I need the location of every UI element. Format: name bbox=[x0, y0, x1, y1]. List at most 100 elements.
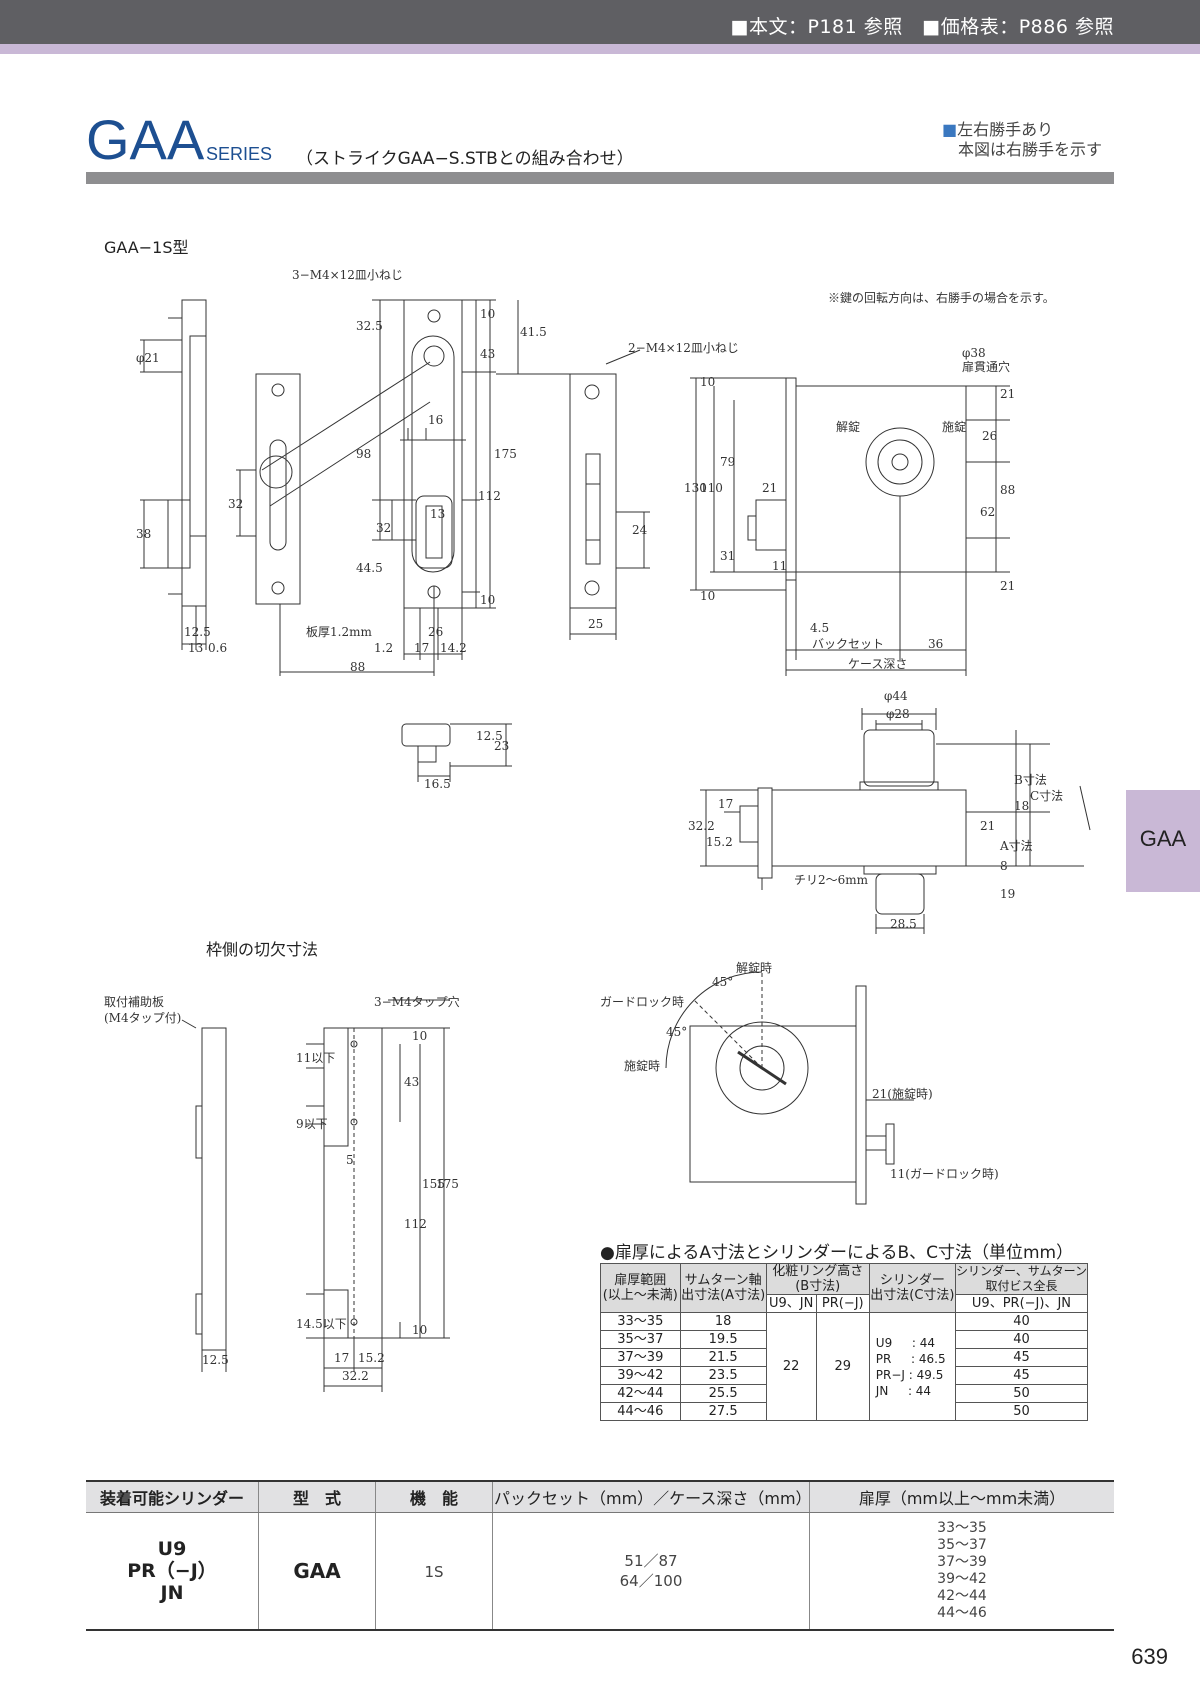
dim-d31: 31 bbox=[720, 549, 735, 563]
screw-note-3: 3−M4×12皿小ねじ bbox=[292, 268, 403, 282]
dim-d62: 62 bbox=[980, 505, 995, 519]
dim-d19: 19 bbox=[1000, 887, 1015, 901]
cylinder-assembly-view bbox=[700, 708, 1091, 934]
cell-screw: 50 bbox=[954, 1384, 1089, 1403]
th-door-thickness: 扉厚（mm以上〜mm未満） bbox=[809, 1480, 1114, 1513]
frame-cutout-front-view bbox=[306, 999, 450, 1392]
cell-range: 39〜42 bbox=[600, 1366, 681, 1385]
th-model: 型 式 bbox=[258, 1480, 376, 1513]
dim-d21e: 21 bbox=[980, 819, 995, 833]
strike-side-view bbox=[569, 349, 650, 640]
header-accent-line bbox=[0, 44, 1200, 54]
dim-d125b: 12.5 bbox=[476, 729, 503, 743]
locked-label: 施錠時 bbox=[624, 1058, 660, 1073]
dim-f322: 32.2 bbox=[342, 1369, 369, 1383]
side-profile-view bbox=[140, 299, 207, 650]
dim-d23: 23 bbox=[494, 739, 509, 753]
dim-d11: 11 bbox=[772, 559, 787, 573]
dim-c: C寸法 bbox=[1030, 789, 1063, 803]
cell-screw: 50 bbox=[954, 1402, 1089, 1421]
dim-d12: 1.2 bbox=[374, 641, 393, 655]
dim-d28: φ28 bbox=[886, 707, 910, 721]
dim-d26: 26 bbox=[428, 625, 443, 639]
th-backset-case: パックセット（mm）／ケース深さ（mm） bbox=[492, 1480, 812, 1513]
dim-d325: 32.5 bbox=[356, 319, 383, 333]
dim-d79: 79 bbox=[720, 455, 735, 469]
dim-d24: 24 bbox=[632, 523, 648, 537]
through-hole-label: 扉貫通穴 bbox=[962, 359, 1010, 374]
dim-d125: 12.5 bbox=[184, 625, 211, 639]
dim-f10a: 10 bbox=[412, 1029, 427, 1043]
cell-range: 42〜44 bbox=[600, 1384, 681, 1403]
cell-backset-case: 51／87 64／100 bbox=[619, 1552, 683, 1590]
dim-d13: 13 bbox=[188, 641, 203, 655]
aux-plate-label: 取付補助板 bbox=[104, 995, 164, 1009]
dim-d98: 98 bbox=[356, 447, 371, 461]
strike-plate-view bbox=[236, 361, 435, 676]
page-number: 639 bbox=[1131, 1644, 1168, 1669]
th-cylinder: シリンダー 出寸法(C寸法) bbox=[868, 1263, 956, 1313]
dim-d21: φ21 bbox=[136, 351, 160, 365]
handing-note: ■左右勝手あり 本図は右勝手を示す bbox=[942, 120, 1102, 160]
cell-b-u9-jn: 22 bbox=[765, 1312, 817, 1421]
th-ring-height: 化粧リング高さ (B寸法) bbox=[765, 1263, 870, 1295]
screw-note-2: 2−M4×12皿小ねじ bbox=[628, 341, 739, 355]
cell-range: 44〜46 bbox=[600, 1402, 681, 1421]
rotation-diagram bbox=[665, 971, 914, 1205]
dim-u145: 14.5以下 bbox=[296, 1317, 347, 1331]
dim-d21b: 21 bbox=[762, 481, 777, 495]
cell-function: 1S bbox=[424, 1562, 444, 1581]
th-ring-pr: PR(−J) bbox=[815, 1294, 870, 1313]
dim-d110: 110 bbox=[700, 481, 723, 495]
cell-cylinders: U9 PR（−J） JN bbox=[127, 1538, 217, 1604]
note-marker: ■ bbox=[942, 120, 958, 139]
dim-d445: 44.5 bbox=[356, 561, 383, 575]
rotation-note: ※鍵の回転方向は、右勝手の場合を示す。 bbox=[828, 290, 1055, 305]
dim-f10b: 10 bbox=[412, 1323, 427, 1337]
th-screw-length: シリンダー、サムターン 取付ビス全長 bbox=[954, 1263, 1089, 1295]
th-ring-u9-jn: U9、JN bbox=[765, 1294, 817, 1313]
chiri-label: チリ2〜6mm bbox=[794, 873, 869, 887]
cell-model: GAA bbox=[293, 1559, 341, 1583]
dim-d32b: 32 bbox=[376, 521, 391, 535]
th-function: 機 能 bbox=[375, 1480, 493, 1513]
dim-f155: 155 bbox=[422, 1177, 445, 1191]
dim-f112: 112 bbox=[404, 1217, 427, 1231]
dim-d36: 36 bbox=[928, 637, 943, 651]
cell-range: 33〜35 bbox=[600, 1312, 681, 1331]
dim-d25: 25 bbox=[588, 617, 603, 631]
cell-a: 21.5 bbox=[679, 1348, 767, 1367]
dim-d18: 18 bbox=[1014, 799, 1029, 813]
cell-screw: 45 bbox=[954, 1366, 1089, 1385]
cell-screw: 40 bbox=[954, 1330, 1089, 1349]
dim-d43: 43 bbox=[480, 347, 495, 361]
dim-d415: 41.5 bbox=[520, 325, 547, 339]
dim-a: A寸法 bbox=[999, 839, 1033, 853]
dim-d17: 17 bbox=[414, 641, 429, 655]
unlock-label: 解錠 bbox=[836, 419, 860, 434]
dim-d45: 4.5 bbox=[810, 621, 829, 635]
tap-hole-label: 3−M4タップ穴 bbox=[374, 994, 460, 1009]
series-subtitle: （ストライクGAA−S.STBとの組み合わせ） bbox=[296, 149, 634, 169]
dim-d175: 175 bbox=[494, 447, 517, 461]
thumb-turn-detail bbox=[401, 723, 512, 782]
note-line1: 左右勝手あり bbox=[957, 120, 1054, 139]
dim-d142: 14.2 bbox=[440, 641, 467, 655]
angle-1: 45° bbox=[712, 975, 733, 989]
th-thumb-axis: サムターン軸 出寸法(A寸法) bbox=[679, 1263, 767, 1313]
dim-b: B寸法 bbox=[1014, 773, 1047, 787]
cell-a: 19.5 bbox=[679, 1330, 767, 1349]
side-index-tab[interactable]: GAA bbox=[1126, 790, 1200, 892]
lock-front-view bbox=[372, 299, 570, 660]
dim-d38: 38 bbox=[136, 527, 151, 541]
cell-a: 25.5 bbox=[679, 1384, 767, 1403]
dimension-table: 扉厚範囲 (以上〜未満) サムターン軸 出寸法(A寸法) 化粧リング高さ (B寸… bbox=[600, 1263, 1089, 1421]
header-bar bbox=[0, 0, 1200, 44]
section-label-frame-cutout: 枠側の切欠寸法 bbox=[206, 940, 319, 959]
dim-d10d: 10 bbox=[700, 589, 715, 603]
backset-label: バックセット bbox=[812, 637, 884, 651]
dim-f125: 12.5 bbox=[202, 1353, 229, 1367]
note-line2: 本図は右勝手を示す bbox=[958, 140, 1103, 159]
title-rule bbox=[86, 172, 1114, 184]
